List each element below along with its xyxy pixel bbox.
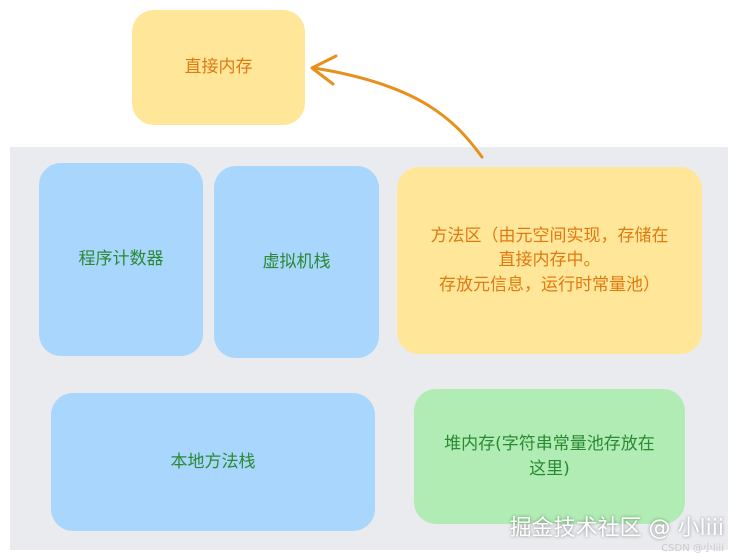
direct-memory-box: 直接内存 [132,10,305,125]
arrow-line [312,66,484,159]
native-method-stack-label: 本地方法栈 [170,451,256,472]
program-counter-label: 程序计数器 [78,249,164,270]
direct-memory-label: 直接内存 [184,57,253,78]
method-area-label: 方法区（由元空间实现，存储在 直接内存中。 存放元信息，运行时常量池） [430,225,669,295]
arrow-head [310,54,338,86]
vm-stack-box: 虚拟机栈 [214,166,379,358]
heap-box: 堆内存(字符串常量池存放在 这里) [414,389,685,524]
heap-label: 堆内存(字符串常量池存放在 这里) [444,433,655,479]
native-method-stack-box: 本地方法栈 [51,393,375,531]
watermark-main: 掘金技术社区 @ 小liii [509,516,724,541]
watermark-small: CSDN @小liii [661,543,724,554]
program-counter-box: 程序计数器 [39,163,203,356]
method-area-box: 方法区（由元空间实现，存储在 直接内存中。 存放元信息，运行时常量池） [397,167,702,354]
vm-stack-label: 虚拟机栈 [262,251,331,272]
